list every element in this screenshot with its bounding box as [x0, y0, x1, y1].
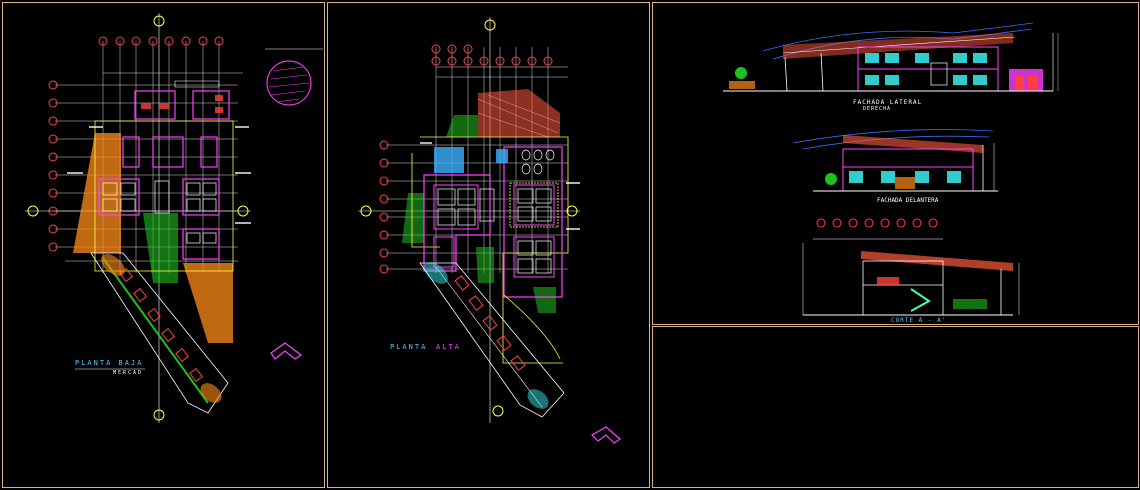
corte-label: CORTE A - A'	[891, 317, 947, 324]
viewport-empty[interactable]	[652, 326, 1139, 488]
corte-aa	[802, 218, 1020, 316]
planta-baja-title: PLANTA BAJA	[75, 359, 144, 367]
elevations-drawing	[723, 22, 1059, 316]
fachada-lateral	[723, 22, 1059, 92]
planta-alta-drawing	[358, 17, 621, 444]
planta-baja-subtitle: MERCAD	[113, 370, 144, 376]
viewport-planta-baja[interactable]: PLANTA BAJA MERCAD	[2, 2, 325, 488]
planta-alta-suffix: ALTA	[436, 343, 461, 351]
planta-alta-title: PLANTA	[390, 343, 428, 351]
fachada-delantera-label: FACHADA DELANTERA	[877, 197, 939, 204]
fachada-lateral-sublabel: DERECHA	[863, 106, 892, 112]
viewport-elevations[interactable]: FACHADA LATERAL DERECHA FACHADA DELANTER…	[652, 2, 1139, 325]
fachada-delantera	[792, 129, 998, 192]
viewport-planta-alta[interactable]: PLANTA ALTA	[327, 2, 650, 488]
planta-baja-drawing	[25, 13, 323, 423]
fachada-lateral-label: FACHADA LATERAL	[853, 99, 923, 106]
